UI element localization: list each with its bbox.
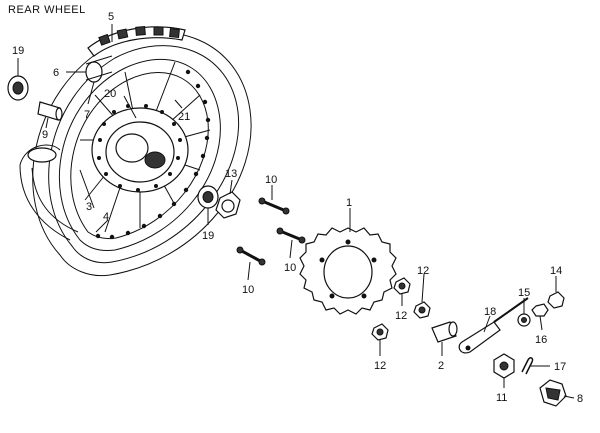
callout-14: 14 [550,265,562,277]
callout-8: 8 [577,393,583,405]
tire-tread [87,26,186,57]
callout-9: 9 [42,129,48,141]
callout-12-mid: 12 [395,310,407,322]
callout-5: 5 [108,11,114,23]
callout-19-right: 19 [202,230,214,242]
callout-10-mid: 10 [284,262,296,274]
nut-14 [547,291,565,309]
leader-lines [17,24,575,399]
inner-tube [19,144,79,241]
callout-16: 16 [535,334,547,346]
diagram-title: REAR WHEEL [8,4,86,16]
hub [91,104,189,193]
callout-2: 2 [438,360,444,372]
cap-nut-8 [539,379,567,407]
bolt-10-bottom [236,246,266,266]
callout-1: 1 [346,197,352,209]
nut-12-b [413,301,431,319]
sprocket [299,227,397,315]
collar-2 [431,321,458,343]
callout-12-top: 12 [417,265,429,277]
bolt-10-top [258,197,290,215]
callout-6: 6 [53,67,59,79]
bearing-19-right [197,185,219,209]
callout-4: 4 [103,211,109,223]
collar-13 [215,191,241,219]
nut-12-a [393,277,411,295]
callout-18: 18 [484,306,496,318]
washer-15 [517,313,531,327]
nut-12-c [371,323,389,341]
callout-10-top: 10 [265,174,277,186]
callout-20: 20 [104,88,116,100]
tire [32,32,252,277]
callout-7: 7 [84,109,90,121]
rim [59,58,221,251]
callout-3: 3 [86,201,92,213]
cotter-pin-17 [521,357,534,375]
callout-12-bottom: 12 [374,360,386,372]
bearing-19-left [7,75,29,101]
callout-10-bottom: 10 [242,284,254,296]
callout-21: 21 [178,111,190,123]
callout-11: 11 [496,392,507,404]
nut-16 [531,303,549,317]
callout-labels: 5 19 6 7 20 21 9 3 4 13 19 10 10 10 1 12… [12,11,583,405]
callout-17: 17 [554,361,566,373]
bolt-10-mid [276,227,306,244]
chain-adjuster [458,297,529,354]
rim-spoke-holes [95,69,211,240]
callout-13: 13 [225,168,237,180]
spacer-9 [37,101,63,121]
callout-19-left: 19 [12,45,24,57]
axle-nut-11 [493,353,515,379]
hub-spoke-holes [97,104,182,192]
callout-15: 15 [518,287,530,299]
